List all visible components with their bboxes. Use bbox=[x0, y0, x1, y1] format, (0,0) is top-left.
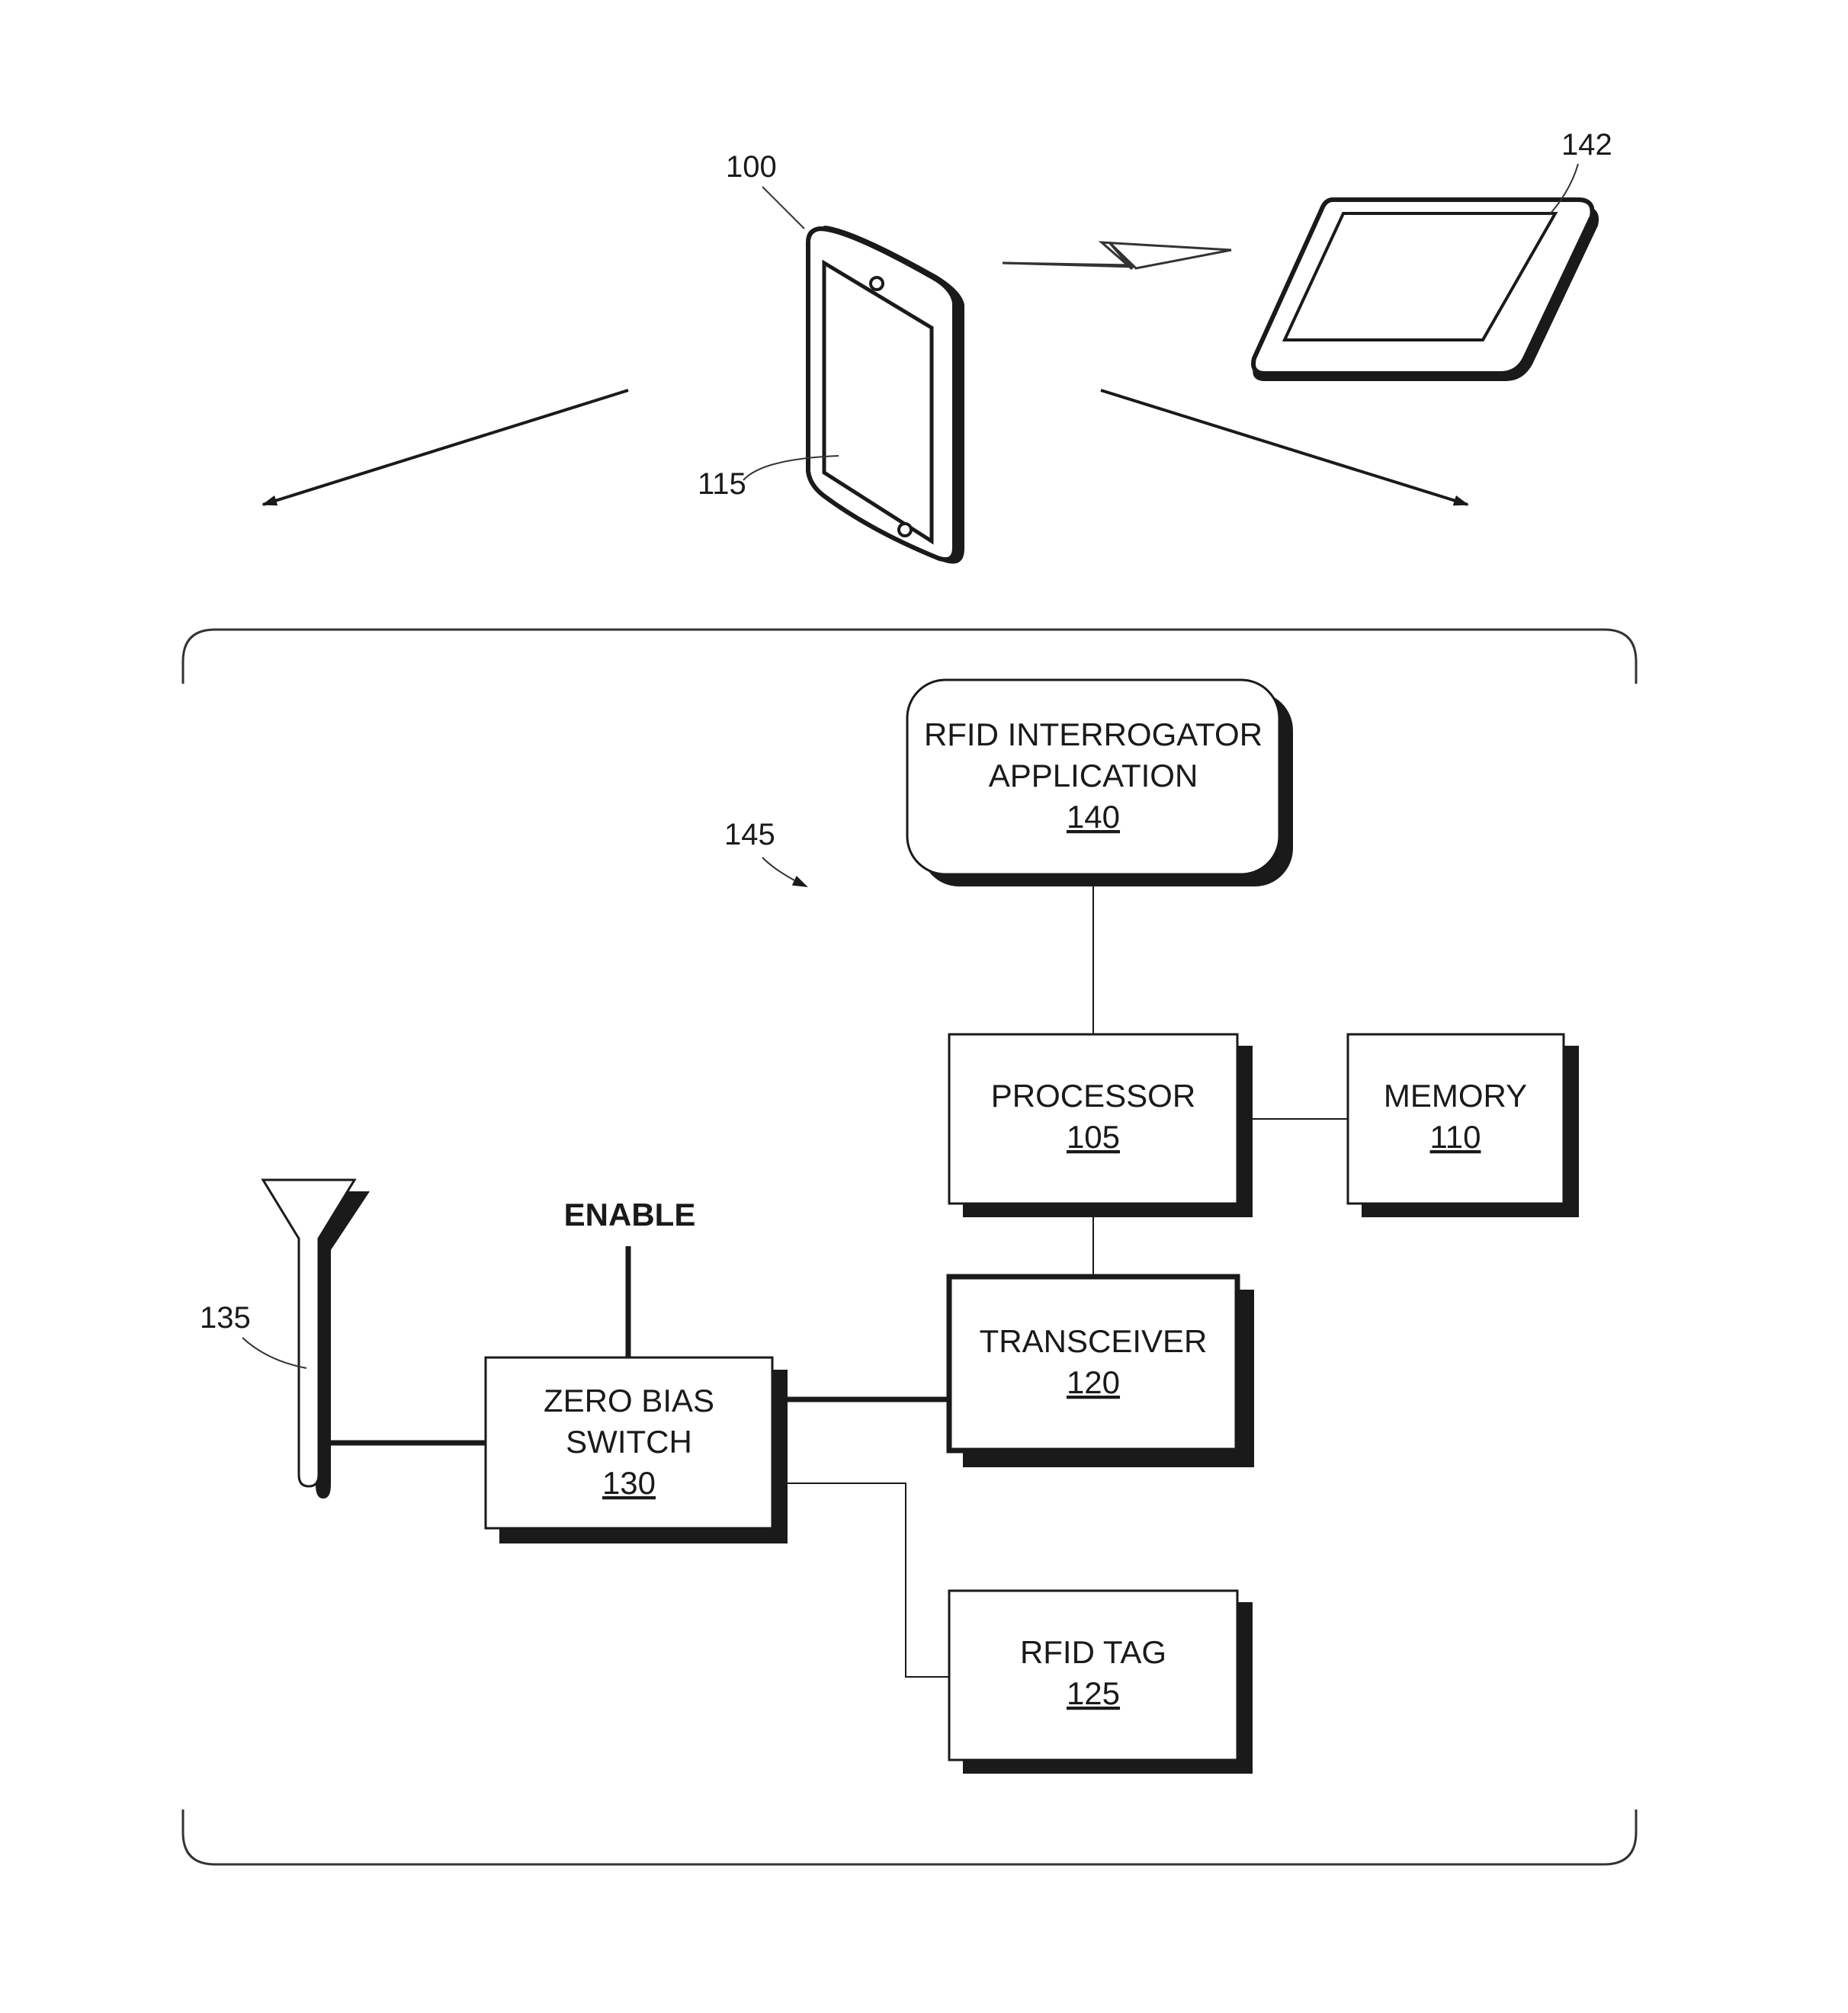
phone-leader bbox=[762, 187, 804, 229]
rfid-tag-block: RFID TAG 125 bbox=[949, 1591, 1253, 1774]
switch-tag-line bbox=[772, 1483, 949, 1677]
left-arrow bbox=[263, 390, 628, 505]
processor-title: PROCESSOR bbox=[991, 1078, 1195, 1114]
enclosure-top-bracket bbox=[183, 630, 1636, 684]
switch-number: 130 bbox=[602, 1465, 656, 1501]
transceiver-number: 120 bbox=[1067, 1364, 1120, 1400]
processor-number: 105 bbox=[1067, 1119, 1120, 1155]
transceiver-block: TRANSCEIVER 120 bbox=[949, 1277, 1254, 1467]
enclosure-bottom-bracket bbox=[183, 1809, 1636, 1864]
system-ref-arrow bbox=[762, 857, 807, 886]
antenna-ref-label: 135 bbox=[200, 1301, 251, 1335]
rfid-tag-number: 125 bbox=[1067, 1675, 1120, 1711]
tablet-device bbox=[1253, 200, 1599, 381]
screen-ref-label: 115 bbox=[698, 467, 746, 501]
switch-title-line2: SWITCH bbox=[566, 1424, 692, 1460]
tablet-ref-label: 142 bbox=[1561, 128, 1612, 162]
zero-bias-switch-block: ZERO BIAS SWITCH 130 bbox=[486, 1357, 788, 1543]
enable-label: ENABLE bbox=[564, 1197, 696, 1232]
memory-number: 110 bbox=[1430, 1119, 1481, 1155]
phone-device bbox=[808, 226, 964, 564]
rfid-app-number: 140 bbox=[1067, 799, 1120, 835]
phone-ref-label: 100 bbox=[726, 150, 777, 184]
right-arrow bbox=[1101, 390, 1468, 505]
antenna-icon bbox=[263, 1180, 370, 1499]
rfid-app-title-line2: APPLICATION bbox=[989, 758, 1198, 793]
rfid-interrogator-app-block: RFID INTERROGATOR APPLICATION 140 bbox=[907, 680, 1293, 886]
processor-block: PROCESSOR 105 bbox=[949, 1034, 1253, 1217]
rfid-tag-title: RFID TAG bbox=[1020, 1634, 1166, 1670]
memory-block: MEMORY 110 bbox=[1348, 1034, 1579, 1217]
system-ref-label: 145 bbox=[724, 818, 775, 851]
antenna-leader bbox=[242, 1338, 306, 1368]
switch-title-line1: ZERO BIAS bbox=[544, 1383, 714, 1418]
transceiver-title: TRANSCEIVER bbox=[980, 1323, 1208, 1359]
rfid-app-title-line1: RFID INTERROGATOR bbox=[924, 716, 1262, 752]
memory-title: MEMORY bbox=[1384, 1078, 1527, 1114]
